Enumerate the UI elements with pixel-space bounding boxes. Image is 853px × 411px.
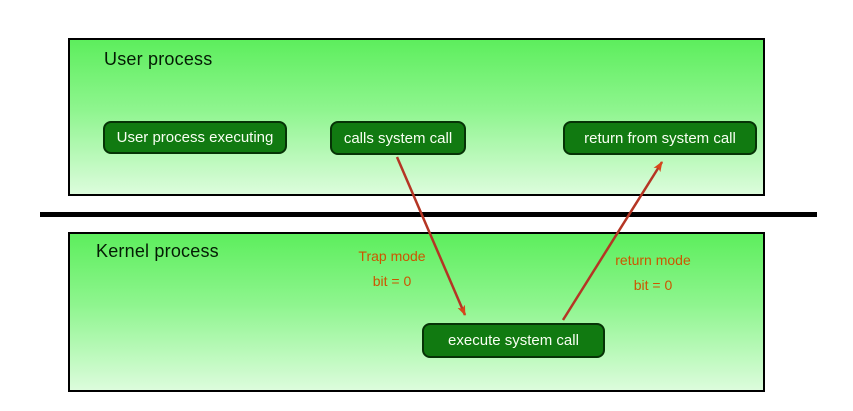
node-user-process-executing-label: User process executing <box>116 129 274 146</box>
node-execute-system-call: execute system call <box>422 323 605 358</box>
node-execute-system-call-label: execute system call <box>448 332 579 349</box>
trap-mode-label-line2: bit = 0 <box>372 273 412 289</box>
user-panel-title: User process <box>104 49 213 69</box>
return-mode-label-line1: return mode <box>615 252 691 268</box>
user-kernel-separator-line <box>40 212 817 217</box>
trap-mode-label-line1: Trap mode <box>358 248 426 264</box>
node-return-from-system-call-label: return from system call <box>584 129 736 147</box>
return-mode-label-line2: bit = 0 <box>633 277 673 293</box>
return-mode-label: return mode bit = 0 <box>598 248 708 298</box>
trap-mode-label: Trap mode bit = 0 <box>337 244 447 294</box>
node-return-from-system-call: return from system call <box>563 121 757 155</box>
user-process-panel: User process User process executing call… <box>68 38 765 196</box>
node-calls-system-call: calls system call <box>330 121 466 155</box>
node-calls-system-call-label: calls system call <box>343 129 453 147</box>
kernel-panel-title: Kernel process <box>96 241 219 261</box>
node-user-process-executing: User process executing <box>103 121 287 154</box>
